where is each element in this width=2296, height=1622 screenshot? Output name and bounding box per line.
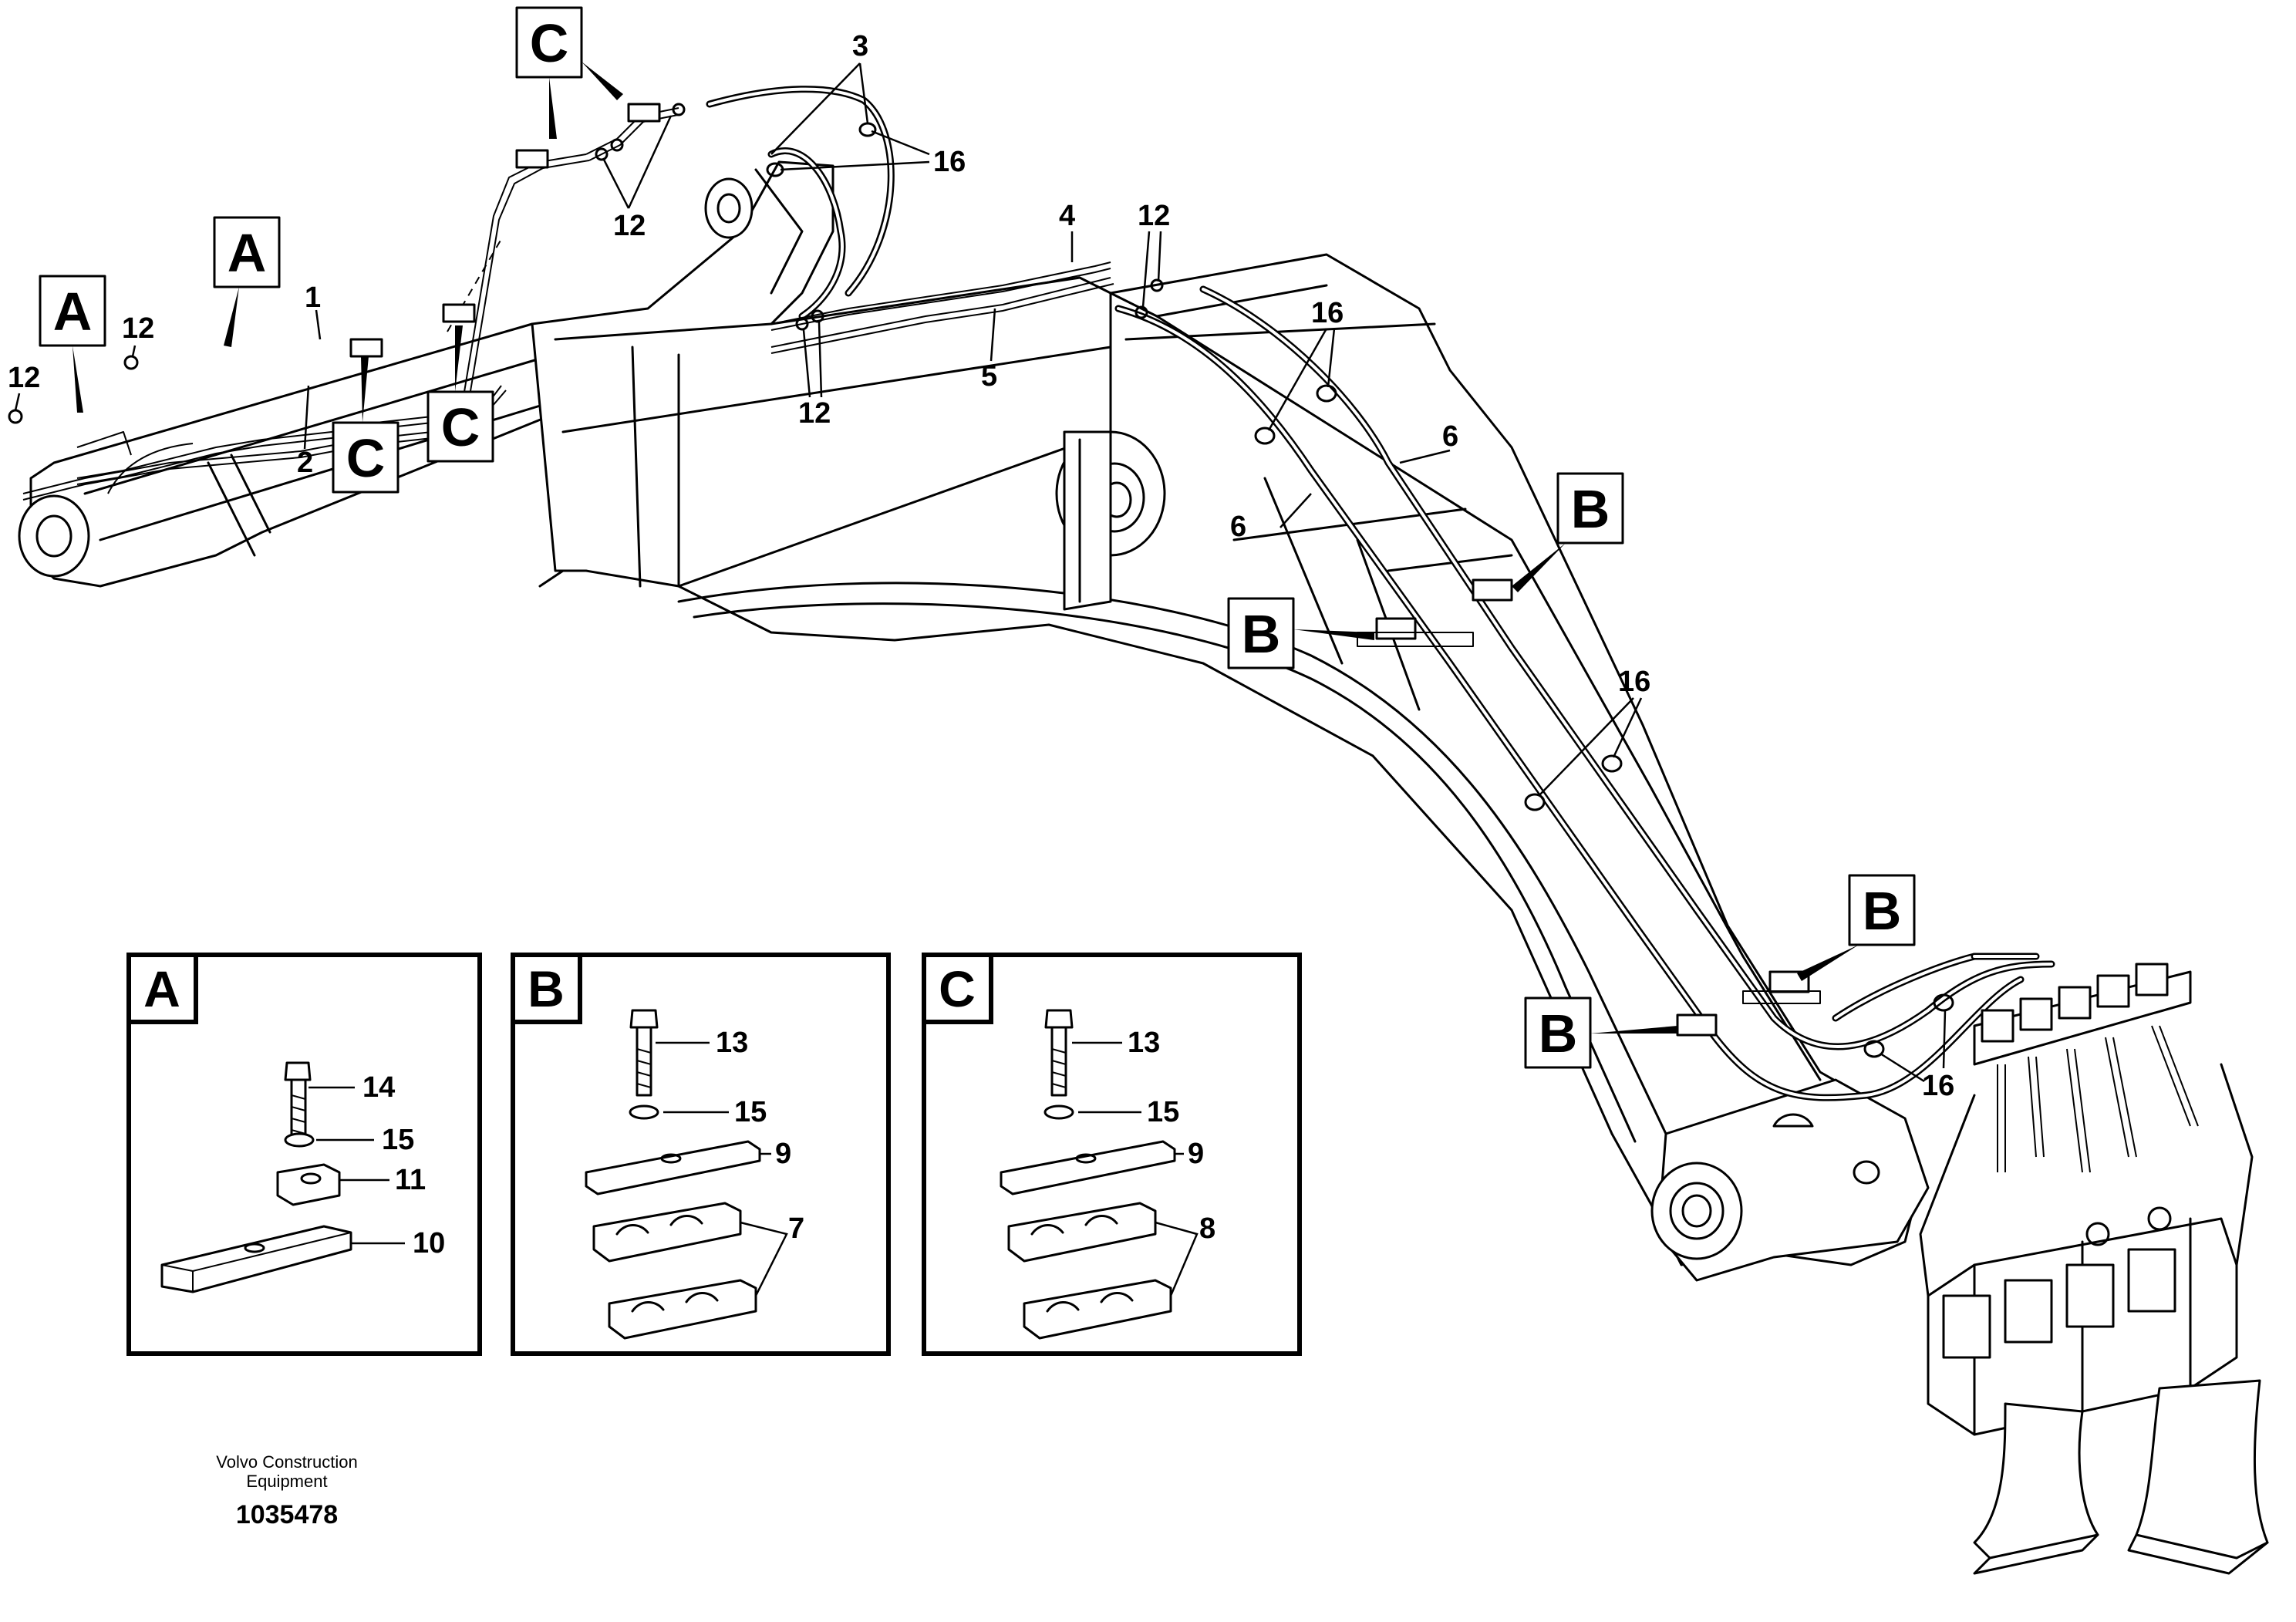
inset-c-callout-9: 9 xyxy=(1188,1138,1204,1170)
inset-a-callout-11: 11 xyxy=(395,1164,426,1196)
boom-drawing xyxy=(531,160,1930,1282)
inset-a: A 14 15 11 10 xyxy=(126,953,482,1356)
callout-numbers: 1 2 3 4 5 6 6 12 12 12 12 12 16 16 16 16 xyxy=(8,30,1954,1102)
inset-b-callout-15: 15 xyxy=(734,1096,767,1128)
callout-1: 1 xyxy=(305,282,321,314)
inset-b-callout-9: 9 xyxy=(775,1138,791,1170)
inset-b: B 13 15 9 7 xyxy=(511,953,891,1356)
company-line-2: Equipment xyxy=(246,1472,327,1491)
callout-16c: 16 xyxy=(1618,666,1650,698)
callout-6a: 6 xyxy=(1442,420,1458,453)
tag-b-3: B xyxy=(1863,881,1902,941)
tag-a-2: A xyxy=(228,223,267,283)
tag-c-1: C xyxy=(530,13,569,73)
callout-16d: 16 xyxy=(1922,1070,1954,1102)
callout-12e: 12 xyxy=(798,397,831,430)
inset-c-label: C xyxy=(939,960,976,1017)
callout-6b: 6 xyxy=(1230,511,1246,543)
inset-c: C 13 15 9 8 xyxy=(922,953,1302,1356)
callout-3: 3 xyxy=(852,30,868,62)
inset-a-callout-10: 10 xyxy=(413,1227,445,1259)
callout-12d: 12 xyxy=(1138,200,1170,232)
control-valve-drawing xyxy=(1919,963,2269,1575)
callout-12c: 12 xyxy=(613,210,646,242)
tag-c-3: C xyxy=(441,397,480,457)
callout-16b: 16 xyxy=(1311,297,1344,329)
tag-b-4: B xyxy=(1539,1003,1578,1064)
inset-c-callout-8: 8 xyxy=(1199,1212,1215,1245)
company-line-1: Volvo Construction xyxy=(216,1452,357,1472)
callout-5: 5 xyxy=(981,360,997,393)
callout-4: 4 xyxy=(1059,200,1075,232)
callout-2: 2 xyxy=(297,447,313,479)
section-tags: A A C C C B B B B xyxy=(39,6,1916,1069)
inset-b-callout-13: 13 xyxy=(716,1027,748,1059)
callout-12b: 12 xyxy=(122,312,154,345)
inset-c-callout-15: 15 xyxy=(1147,1096,1179,1128)
drawing-number: 1035478 xyxy=(236,1500,338,1529)
callout-16a: 16 xyxy=(933,146,966,178)
footer: Volvo Construction Equipment 1035478 xyxy=(216,1452,357,1529)
inset-b-callout-7: 7 xyxy=(788,1212,804,1245)
callout-12a: 12 xyxy=(8,362,40,394)
tag-c-2: C xyxy=(346,428,386,488)
tag-b-2: B xyxy=(1242,604,1281,664)
inset-b-label: B xyxy=(528,960,565,1017)
inset-c-callout-13: 13 xyxy=(1128,1027,1160,1059)
tag-a-1: A xyxy=(53,282,93,342)
tag-b-1: B xyxy=(1571,479,1610,539)
inset-a-callout-15: 15 xyxy=(382,1124,414,1156)
inset-a-label: A xyxy=(143,960,180,1017)
inset-a-callout-14: 14 xyxy=(362,1071,395,1104)
